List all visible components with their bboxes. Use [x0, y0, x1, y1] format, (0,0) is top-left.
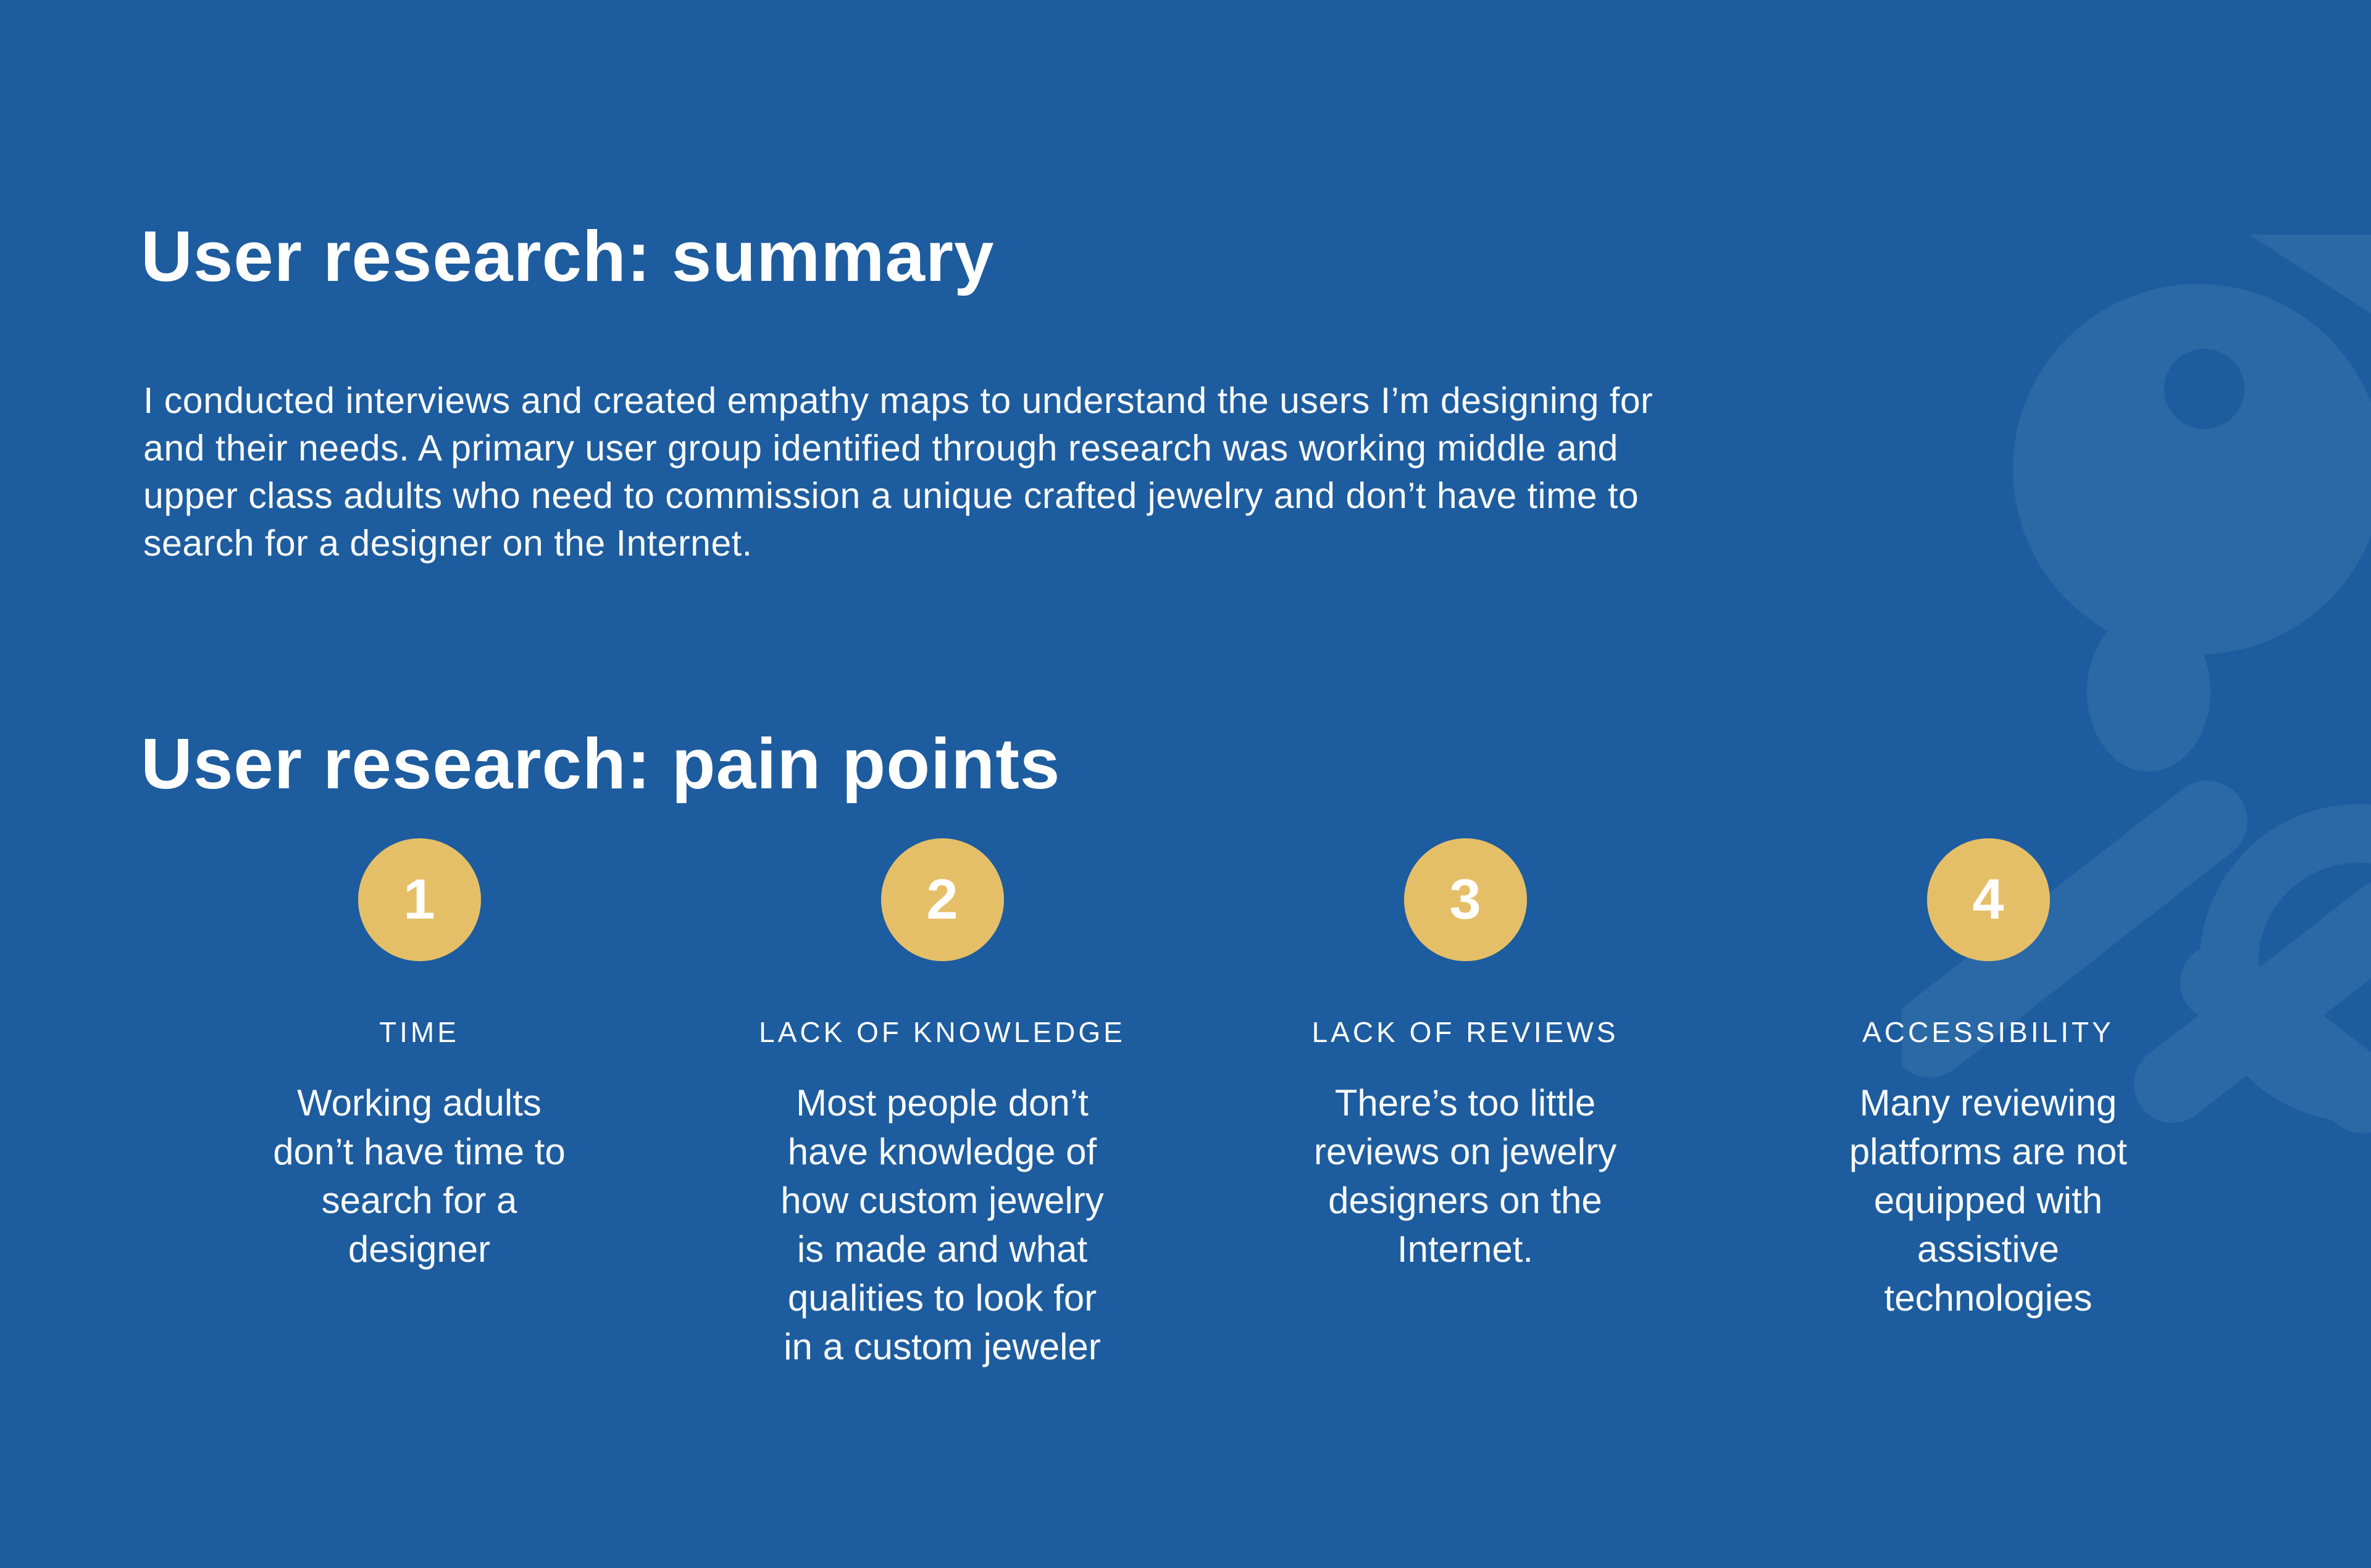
- summary-title: User research: summary: [141, 215, 995, 296]
- pain-point-number-badge: 4: [1926, 838, 2050, 961]
- pain-point-number: 1: [403, 868, 435, 931]
- pain-point-column-lack-of-knowledge: 2 LACK OF KNOWLEDGE Most people don’t ha…: [695, 838, 1189, 1371]
- pain-point-label: ACCESSIBILITY: [1862, 1016, 2114, 1048]
- pain-point-number: 2: [926, 868, 958, 931]
- pain-point-column-time: 1 TIME Working adults don’t have time to…: [172, 838, 666, 1371]
- pain-points-title: User research: pain points: [141, 723, 1061, 804]
- pain-point-column-lack-of-reviews: 3 LACK OF REVIEWS There’s too little rev…: [1218, 838, 1712, 1371]
- pain-point-label: TIME: [379, 1016, 459, 1048]
- pain-point-description: Most people don’t have knowledge of how …: [780, 1082, 1104, 1367]
- pain-point-description: Working adults don’t have time to search…: [273, 1082, 566, 1270]
- pain-point-number: 4: [1972, 868, 2004, 931]
- pain-point-number: 3: [1449, 868, 1481, 931]
- pain-point-label: LACK OF KNOWLEDGE: [759, 1016, 1126, 1048]
- pain-point-column-accessibility: 4 ACCESSIBILITY Many reviewing platforms…: [1741, 838, 2235, 1371]
- pain-point-description: Many reviewing platforms are not equippe…: [1849, 1082, 2128, 1319]
- pain-point-label: LACK OF REVIEWS: [1311, 1016, 1619, 1048]
- pain-point-number-badge: 3: [1403, 838, 1527, 961]
- pain-points-row: 1 TIME Working adults don’t have time to…: [172, 838, 2235, 1371]
- pain-point-number-badge: 2: [880, 838, 1004, 961]
- pain-point-number-badge: 1: [358, 838, 481, 961]
- pain-point-description: There’s too little reviews on jewelry de…: [1313, 1082, 1617, 1270]
- summary-paragraph: I conducted interviews and created empat…: [143, 380, 1654, 564]
